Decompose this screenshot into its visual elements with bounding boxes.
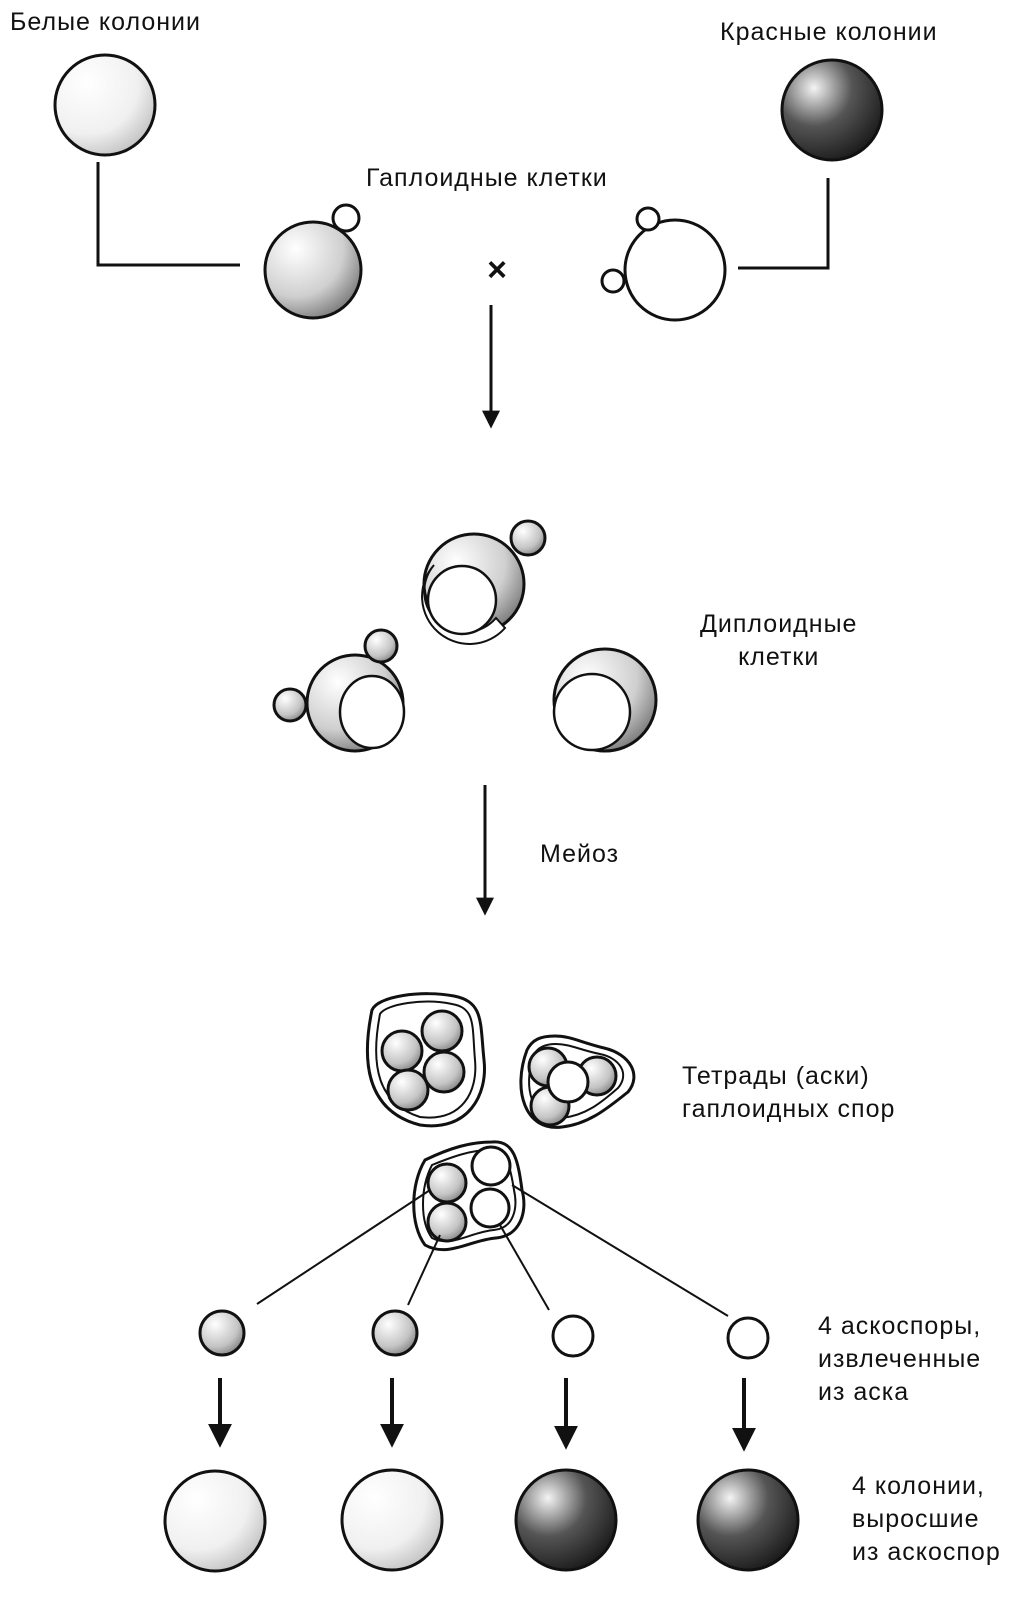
haploid-cell-shaded bbox=[263, 203, 363, 320]
label-line: клетки bbox=[738, 643, 820, 671]
colony-3-red bbox=[514, 1468, 618, 1572]
colony-2-white bbox=[340, 1468, 444, 1572]
ascospore-4 bbox=[726, 1316, 770, 1360]
red-colony-parent bbox=[780, 58, 884, 162]
connector-white-to-cell bbox=[96, 162, 240, 267]
label-colonies: 4 колонии, выросшие из аскоспор bbox=[852, 1470, 1001, 1569]
colony-1-white bbox=[163, 1469, 267, 1573]
label-line: извлеченные bbox=[818, 1345, 982, 1373]
spread-line-4 bbox=[511, 1184, 729, 1317]
cross-symbol: × bbox=[487, 251, 507, 289]
label-tetrads: Тетрады (аски) гаплоидных спор bbox=[682, 1060, 895, 1126]
tetrad-left bbox=[365, 992, 486, 1128]
spread-line-3 bbox=[499, 1224, 550, 1311]
cell-bud bbox=[509, 519, 547, 557]
cell-bud bbox=[600, 268, 626, 294]
spread-line-1 bbox=[256, 1189, 431, 1305]
cell-bud bbox=[272, 687, 308, 723]
white-colony-parent bbox=[53, 53, 157, 157]
cell-bud bbox=[635, 206, 661, 232]
diploid-cell-right bbox=[552, 647, 658, 753]
label-line: гаплоидных спор bbox=[682, 1095, 896, 1123]
spore bbox=[380, 1029, 424, 1073]
label-line: Тетрады (аски) bbox=[682, 1062, 870, 1090]
spore bbox=[470, 1145, 512, 1187]
colony-4-red bbox=[696, 1468, 800, 1572]
label-line: выросшие bbox=[852, 1505, 980, 1533]
label-meiosis: Мейоз bbox=[540, 840, 620, 868]
diploid-cell-left bbox=[272, 628, 406, 753]
spore bbox=[426, 1201, 468, 1243]
spore bbox=[420, 1009, 464, 1053]
label-line: Диплоидные bbox=[700, 610, 858, 638]
haploid-cell-white bbox=[600, 206, 727, 322]
label-white-colonies: Белые колонии bbox=[10, 8, 201, 36]
label-ascospores: 4 аскоспоры, извлеченные из аска bbox=[818, 1310, 981, 1409]
spore bbox=[386, 1068, 430, 1112]
spread-line-2 bbox=[407, 1234, 441, 1306]
label-red-colonies: Красные колонии bbox=[720, 18, 938, 46]
ascospore-2 bbox=[371, 1309, 419, 1357]
label-diploid-cells: Диплоидные клетки bbox=[700, 608, 857, 674]
spore bbox=[546, 1060, 590, 1104]
label-line: 4 колонии, bbox=[852, 1472, 985, 1500]
connector-red-to-cell bbox=[738, 178, 830, 270]
ascospore-1 bbox=[198, 1309, 246, 1357]
spore bbox=[426, 1162, 468, 1204]
spore bbox=[422, 1050, 466, 1094]
ascospore-3 bbox=[551, 1314, 595, 1358]
cell-bud bbox=[331, 203, 361, 233]
label-line: 4 аскоспоры, bbox=[818, 1312, 982, 1340]
label-line: из аска bbox=[818, 1378, 910, 1406]
label-haploid-cells: Гаплоидные клетки bbox=[366, 164, 608, 192]
diploid-cell-top bbox=[421, 519, 547, 645]
cell-bud bbox=[363, 628, 399, 664]
tetrad-right bbox=[519, 1034, 636, 1129]
tetrad-bottom bbox=[412, 1140, 526, 1252]
label-line: из аскоспор bbox=[852, 1538, 1001, 1566]
spore bbox=[469, 1187, 511, 1229]
